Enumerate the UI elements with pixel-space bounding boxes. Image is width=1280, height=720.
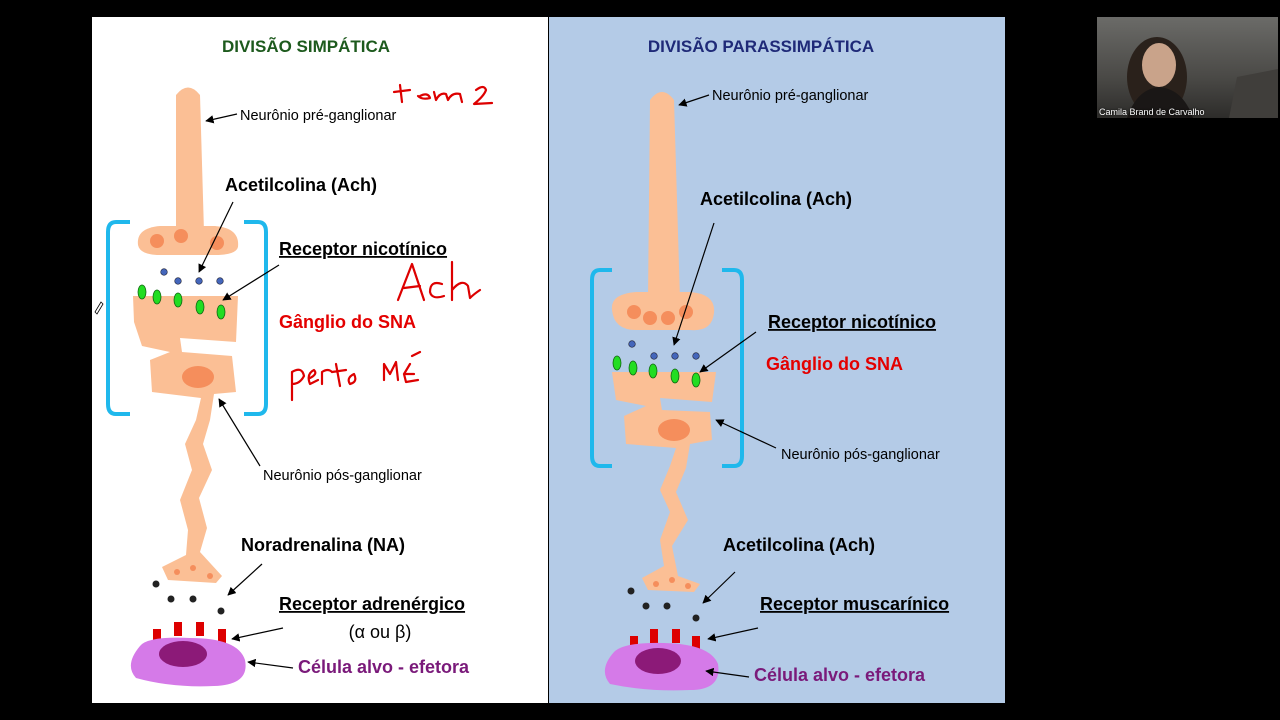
- arrow-nicotinic-receptor-right: [699, 331, 757, 373]
- noradrenaline-molecules: [152, 580, 225, 615]
- acetylcholine-molecules-right: [628, 340, 700, 360]
- acetylcholine-molecules: [160, 268, 224, 285]
- parasympathetic-panel: DIVISÃO PARASSIMPÁTICA: [549, 17, 1005, 703]
- acetylcholine-molecules-effector: [627, 587, 700, 622]
- nicotinic-receptors: [137, 284, 226, 320]
- participant-avatar: [1127, 37, 1278, 118]
- arrow-target-cell-right: [705, 667, 750, 678]
- target-cell-right: [604, 642, 719, 691]
- pre-ganglionic-neuron: [137, 87, 239, 255]
- participant-name-label: Camila Brand de Carvalho: [1099, 107, 1205, 117]
- sympathetic-panel: DIVISÃO SIMPÁTICA: [92, 17, 548, 703]
- ganglion-bracket-right: [590, 268, 744, 468]
- right-title: DIVISÃO PARASSIMPÁTICA: [648, 36, 874, 56]
- arrow-post-ganglionic-right: [715, 419, 777, 449]
- left-title: DIVISÃO SIMPÁTICA: [222, 36, 390, 56]
- arrow-target-cell: [247, 658, 294, 669]
- target-cell: [130, 637, 246, 687]
- arrow-nicotinic-receptor: [222, 264, 280, 301]
- label-acetylcholine-1: Acetilcolina (Ach): [225, 175, 377, 195]
- arrow-post-ganglionic: [218, 398, 261, 467]
- label-nicotinic-receptor-right: Receptor nicotínico: [768, 312, 936, 332]
- muscarinic-receptors: [630, 629, 700, 650]
- label-pre-ganglionic: Neurônio pré-ganglionar: [240, 108, 397, 124]
- arrow-muscarinic-receptor: [707, 627, 759, 642]
- label-acetylcholine-2-right: Acetilcolina (Ach): [723, 535, 875, 555]
- arrow-acetylcholine-1: [198, 201, 234, 273]
- participant-video-tile[interactable]: Camila Brand de Carvalho: [1097, 17, 1278, 118]
- arrow-pre-ganglionic-right: [678, 94, 710, 107]
- pen-cursor-icon: [94, 301, 104, 315]
- post-ganglionic-neuron-right: [612, 372, 716, 592]
- label-target-cell-right: Célula alvo - efetora: [754, 665, 926, 685]
- label-adrenergic-receptor: Receptor adrenérgico: [279, 594, 465, 614]
- label-pre-ganglionic-right: Neurônio pré-ganglionar: [712, 88, 869, 104]
- ganglion-bracket: [106, 220, 268, 416]
- label-receptor-types: (α ou β): [349, 622, 412, 642]
- label-ganglion-right: Gânglio do SNA: [766, 354, 903, 374]
- label-ganglion: Gânglio do SNA: [279, 312, 416, 332]
- handwritten-annotation-ach: [396, 260, 482, 302]
- label-post-ganglionic: Neurônio pós-ganglionar: [263, 468, 422, 484]
- label-target-cell: Célula alvo - efetora: [298, 657, 470, 677]
- arrow-acetylcholine-2-right: [702, 571, 736, 604]
- arrow-noradrenaline: [227, 563, 263, 596]
- right-panel-background: [549, 17, 1005, 703]
- label-nicotinic-receptor: Receptor nicotínico: [279, 239, 447, 259]
- label-post-ganglionic-right: Neurônio pós-ganglionar: [781, 447, 940, 463]
- arrow-acetylcholine-1-right: [672, 222, 715, 346]
- adrenergic-receptors: [153, 622, 226, 643]
- handwritten-annotation-tem-2: [392, 83, 494, 106]
- label-noradrenaline: Noradrenalina (NA): [241, 535, 405, 555]
- post-ganglionic-neuron: [133, 296, 238, 583]
- label-acetylcholine-1-right: Acetilcolina (Ach): [700, 189, 852, 209]
- label-muscarinic-receptor: Receptor muscarínico: [760, 594, 949, 614]
- handwritten-annotation-perto-me: [290, 350, 422, 402]
- arrow-adrenergic-receptor: [231, 627, 284, 642]
- arrow-pre-ganglionic: [205, 113, 238, 124]
- nicotinic-receptors-right: [612, 355, 701, 388]
